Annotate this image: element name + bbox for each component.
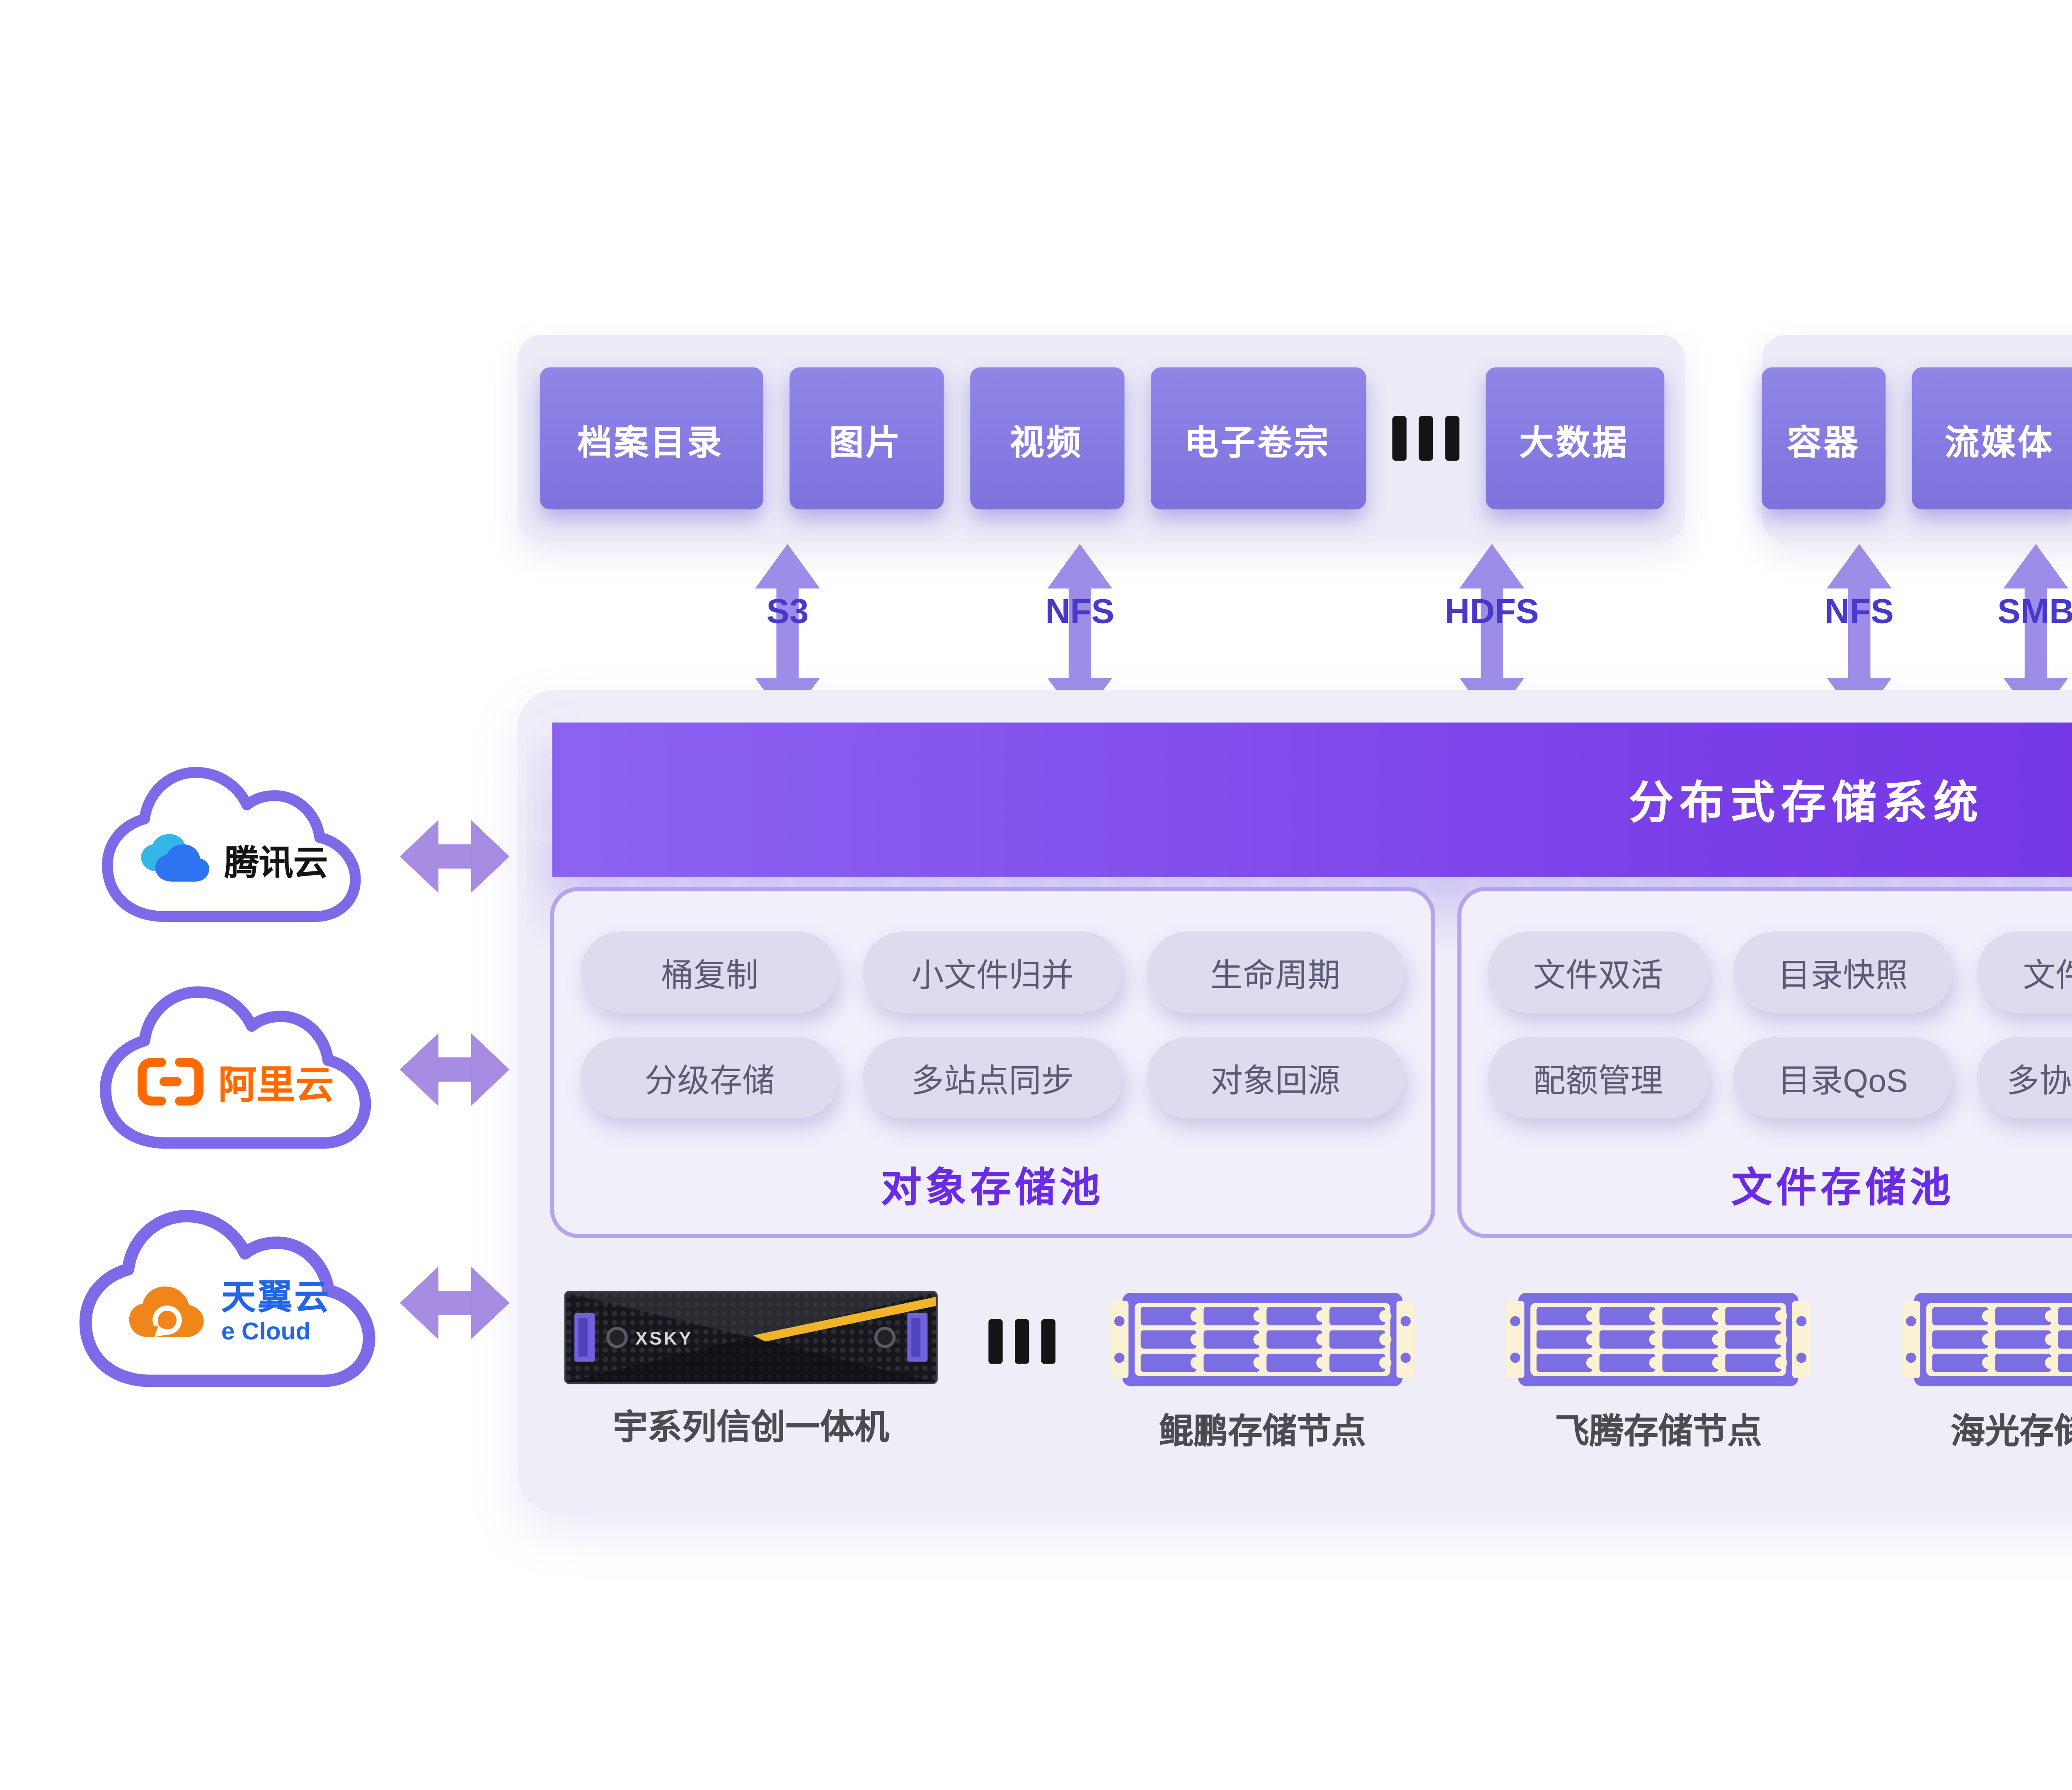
app-box: 电子卷宗 [1150, 367, 1365, 510]
bidirectional-arrow-icon [399, 820, 510, 893]
app-box: 大数据 [1484, 367, 1663, 510]
storage-node-icon [1902, 1291, 2072, 1388]
feature-pill: 文件双活 [1488, 931, 1709, 1013]
storage-node-icon [1110, 1291, 1415, 1388]
protocol-label: SMB [1997, 593, 2072, 631]
feature-label: 多协议互通 [2007, 1065, 2072, 1100]
feature-pill: 分级存储 [580, 1037, 839, 1118]
app-group-file: 容器 流媒体 视频编排 [1762, 335, 2072, 542]
ellipsis-icon [988, 1319, 1055, 1364]
feature-pill: 对象回源 [1146, 1037, 1405, 1118]
app-box: 视频 [969, 367, 1124, 510]
feature-label: 生命周期 [1210, 960, 1341, 995]
app-box: 图片 [788, 367, 943, 510]
tencent-cloud-icon [140, 834, 208, 882]
bidirectional-arrow-icon [399, 1266, 510, 1340]
file-storage-pool: 文件双活 目录快照 文件分池 配额管理 目录QoS 多协议互通 文件存储池 [1457, 887, 2072, 1238]
protocol-label: NFS [1825, 593, 1894, 631]
cloud-provider-label: 阿里云 [218, 1064, 334, 1107]
app-label: 档案目录 [577, 423, 724, 462]
cloud-provider-label: 腾讯云 [224, 843, 328, 882]
distributed-storage-banner: 分布式存储系统 [552, 722, 2072, 877]
app-box: 档案目录 [539, 367, 762, 510]
feature-pill: 配额管理 [1488, 1037, 1709, 1118]
hardware-label: 海光存储节点 [1950, 1413, 2072, 1451]
storage-node-icon [1506, 1291, 1811, 1388]
storage-node-feiteng: 飞腾存储节点 [1506, 1291, 1811, 1453]
appliance-brand: XSKY [635, 1328, 693, 1349]
cloud-provider-label: 天翼云 [221, 1279, 331, 1318]
xsky-appliance-icon: XSKY [564, 1291, 938, 1384]
hardware-label: 飞腾存储节点 [1554, 1413, 1762, 1451]
protocol-arrow-smb: SMB [1997, 544, 2072, 723]
pool-title: 文件存储池 [1731, 1167, 1955, 1212]
protocol-label: S3 [766, 593, 809, 631]
cloud-provider-sublabel: e Cloud [221, 1316, 311, 1345]
feature-pill: 多协议互通 [1978, 1037, 2072, 1118]
protocol-label: NFS [1045, 593, 1115, 631]
object-storage-pool: 桶复制 小文件归并 生命周期 分级存储 多站点同步 对象回源 对象存储池 [550, 887, 1435, 1238]
feature-label: 小文件归并 [911, 960, 1074, 995]
feature-label: 文件双活 [1533, 960, 1663, 995]
feature-label: 配额管理 [1533, 1065, 1663, 1100]
storage-system-title: 分布式存储系统 [1629, 777, 1984, 828]
feature-label: 目录快照 [1778, 960, 1908, 995]
feature-label: 对象回源 [1210, 1065, 1341, 1100]
ellipsis-icon [1391, 416, 1459, 461]
feature-pill: 文件分池 [1978, 931, 2072, 1013]
feature-label: 多站点同步 [911, 1065, 1074, 1100]
hardware-label: 宇系列信创一体机 [613, 1408, 889, 1447]
app-label: 容器 [1787, 423, 1860, 462]
protocol-arrow-hdfs: HDFS [1445, 544, 1539, 723]
storage-node-kunpeng: 鲲鹏存储节点 [1110, 1291, 1415, 1453]
feature-pill: 桶复制 [580, 931, 839, 1013]
storage-node-hygon: 海光存储节点 [1902, 1291, 2072, 1453]
app-group-object: 档案目录 图片 视频 电子卷宗 大数据 [517, 335, 1685, 542]
hardware-label: 鲲鹏存储节点 [1159, 1413, 1366, 1451]
ctyun-cloud-icon [129, 1286, 204, 1337]
feature-label: 文件分池 [2023, 960, 2072, 995]
cloud-provider-ctyun: 天翼云 e Cloud [57, 1205, 398, 1400]
protocol-label: HDFS [1445, 593, 1539, 631]
feature-pill: 小文件归并 [863, 931, 1122, 1013]
feature-label: 目录QoS [1778, 1065, 1908, 1100]
storage-pools: 桶复制 小文件归并 生命周期 分级存储 多站点同步 对象回源 对象存储池 文件双… [550, 887, 2072, 1238]
app-label: 图片 [829, 423, 903, 462]
app-label: 视频 [1009, 423, 1083, 462]
feature-pill: 多站点同步 [863, 1037, 1122, 1118]
feature-pill: 目录QoS [1733, 1037, 1953, 1118]
app-label: 大数据 [1519, 423, 1629, 462]
app-label: 流媒体 [1944, 423, 2055, 462]
cloud-provider-alibaba: 阿里云 [81, 982, 390, 1161]
app-label: 电子卷宗 [1184, 423, 1331, 462]
feature-pill: 生命周期 [1146, 931, 1405, 1013]
storage-section: 分布式存储系统 桶复制 小文件归并 生命周期 分级存储 多站点同步 对象回源 对… [517, 690, 2072, 1512]
feature-label: 分级存储 [644, 1065, 775, 1100]
pool-title: 对象存储池 [881, 1167, 1104, 1212]
cloud-provider-tencent: 腾讯云 [73, 763, 390, 934]
bidirectional-arrow-icon [399, 1033, 510, 1106]
feature-pill: 目录快照 [1733, 931, 1953, 1013]
app-box: 流媒体 [1912, 367, 2072, 510]
alibaba-cloud-icon [138, 1057, 205, 1106]
feature-label: 桶复制 [661, 960, 759, 995]
app-box: 容器 [1762, 367, 1886, 510]
xsky-appliance: XSKY 宇系列信创一体机 [558, 1291, 944, 1449]
hardware-row: XSKY 宇系列信创一体机 鲲鹏存储节点 飞腾存储节点 海光存储节点 兆芯存储节… [518, 1291, 2072, 1502]
